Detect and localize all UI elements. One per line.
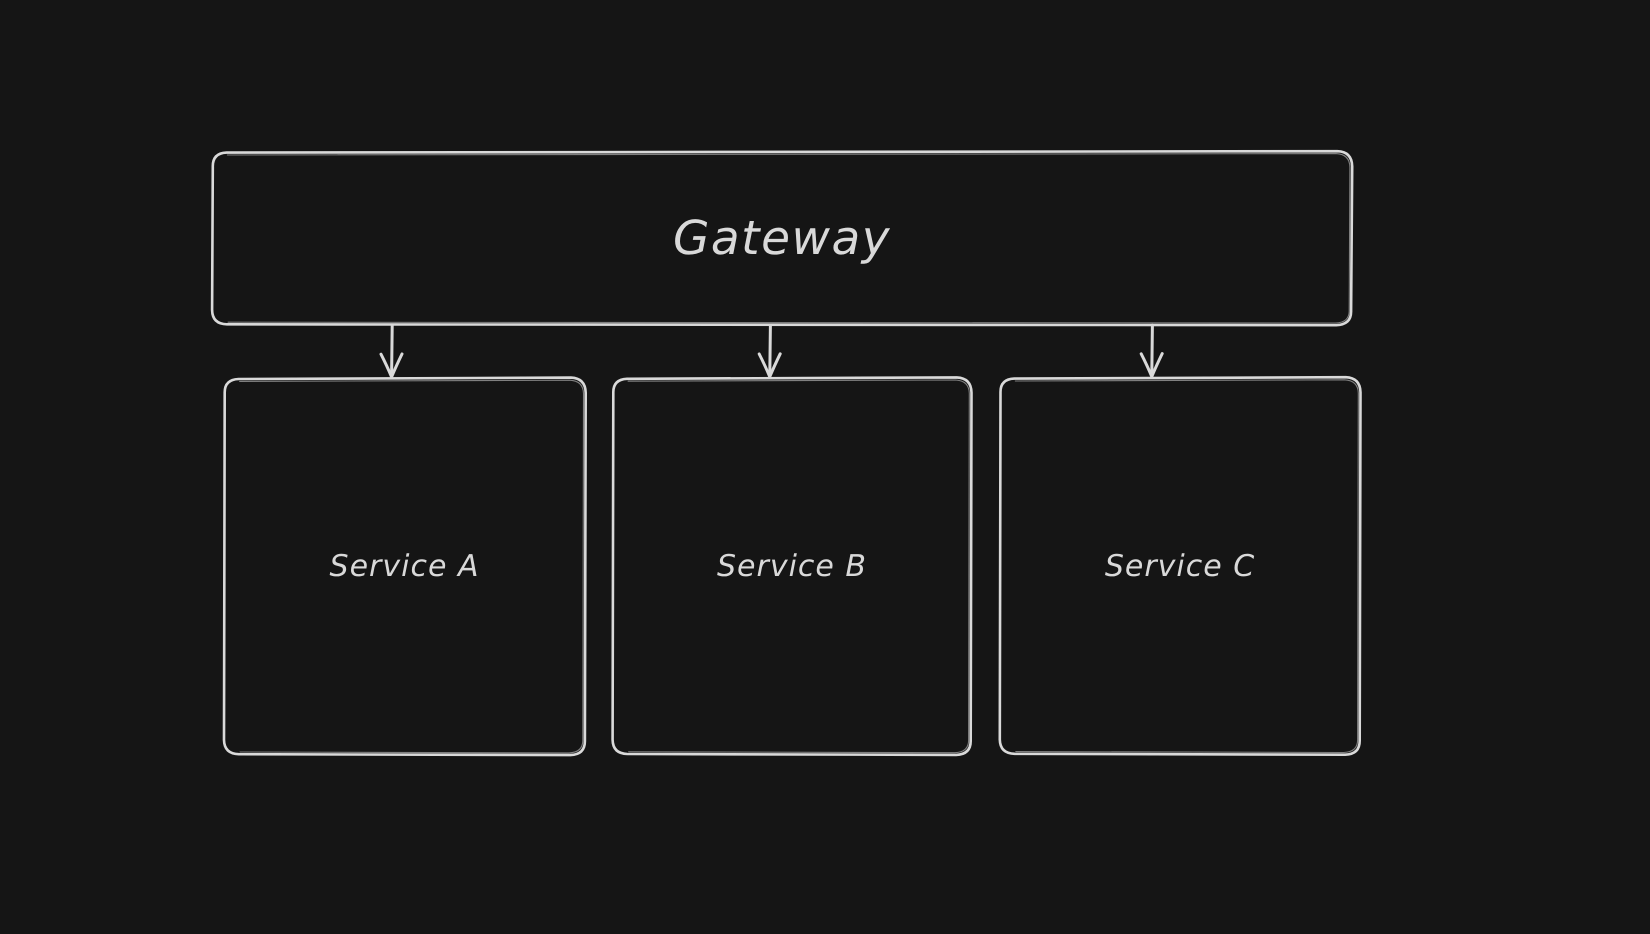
service-c-node-outline	[998, 375, 1362, 756]
service-a-node-outline	[222, 376, 587, 757]
edge-gateway-to-service-c	[1139, 323, 1164, 378]
edge-gateway-to-service-a	[379, 324, 404, 379]
edge-gateway-to-service-b	[757, 323, 782, 378]
gateway-node[interactable]	[212, 152, 1352, 325]
service-c-node[interactable]	[1000, 378, 1360, 755]
service-b-node[interactable]	[613, 378, 971, 755]
service-a-node[interactable]	[224, 378, 585, 755]
service-b-node-outline	[611, 376, 973, 757]
gateway-node-outline	[210, 149, 1354, 327]
